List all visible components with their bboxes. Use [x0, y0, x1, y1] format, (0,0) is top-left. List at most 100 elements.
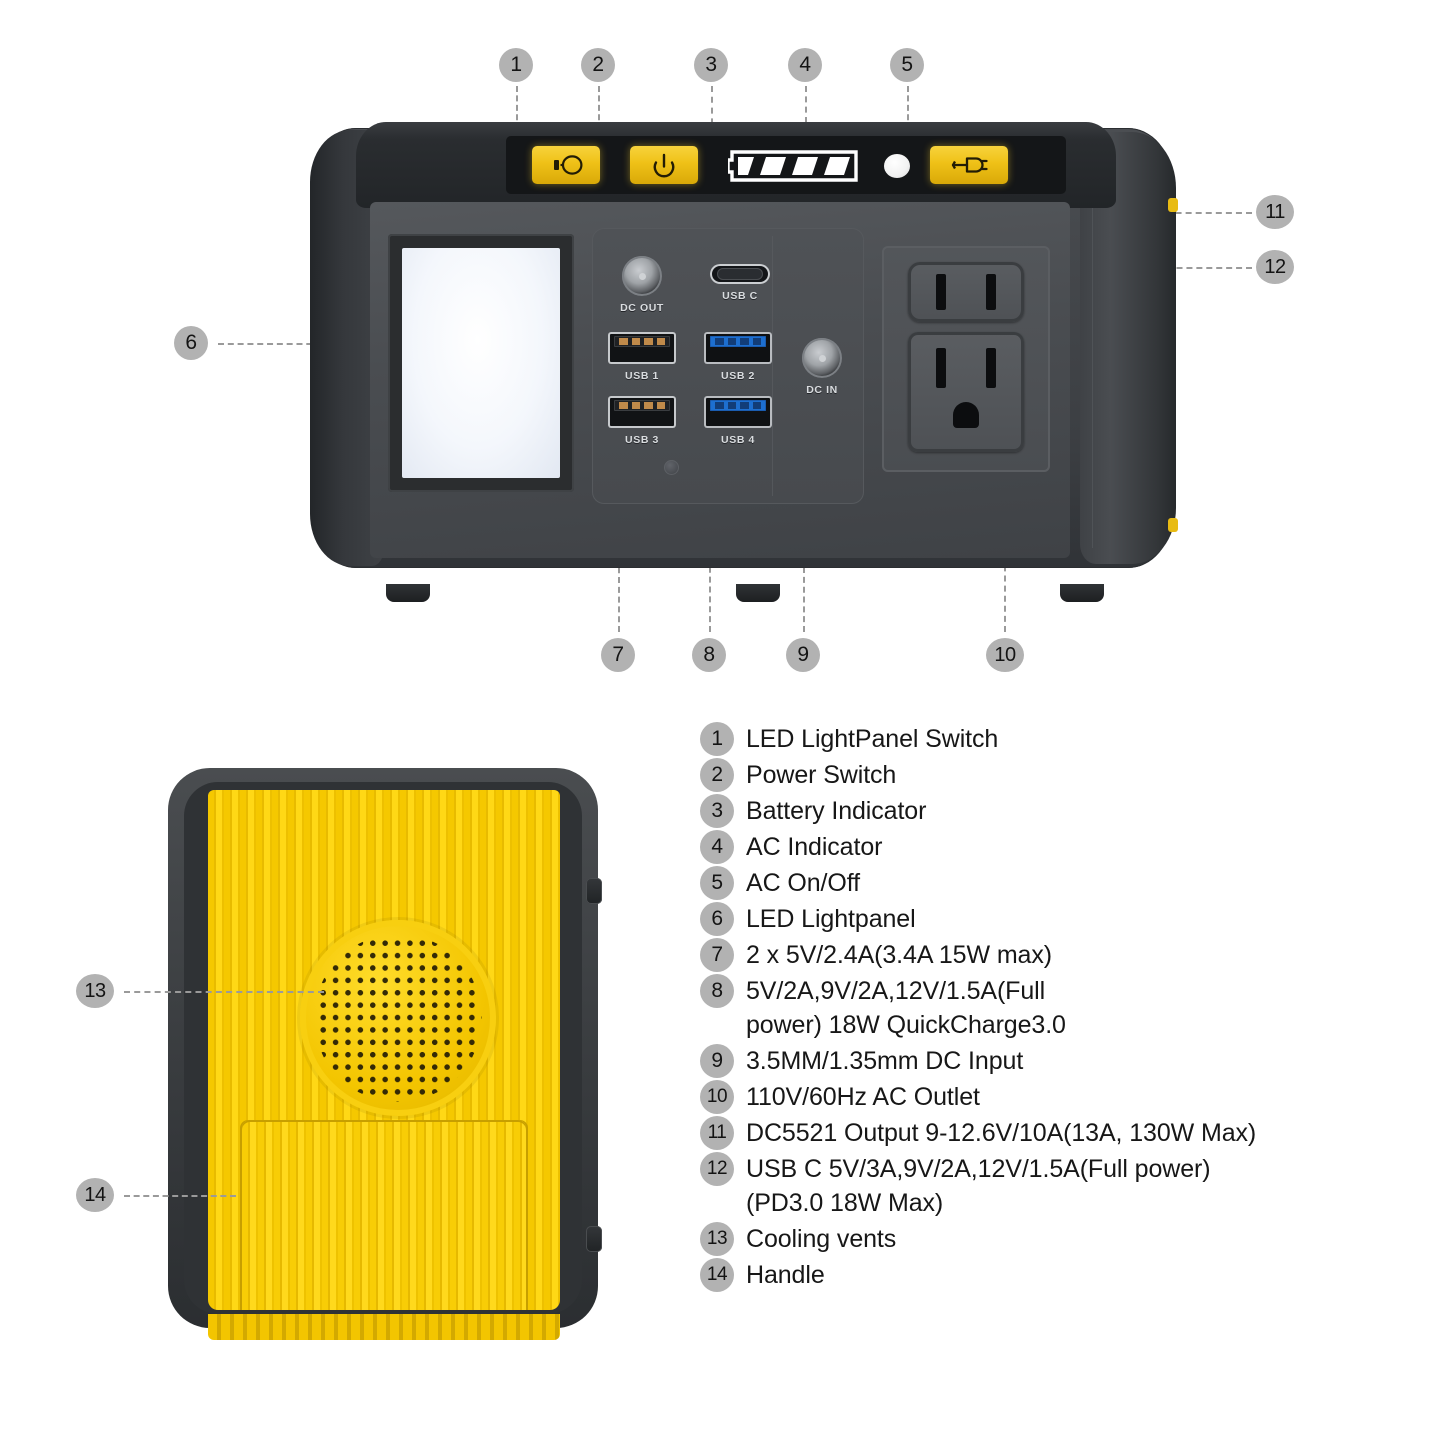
legend-number-10: 10 — [700, 1080, 734, 1114]
dc-out-port[interactable] — [622, 256, 662, 296]
callout-5[interactable]: 5 — [890, 48, 924, 82]
usb-2-port[interactable] — [704, 332, 772, 364]
panel-divider — [772, 236, 773, 496]
handle[interactable] — [242, 1120, 526, 1310]
legend-text-14: Handle — [746, 1261, 825, 1289]
ac-outlet-upper[interactable] — [908, 262, 1024, 322]
legend-number-2: 2 — [700, 758, 734, 792]
control-strip — [506, 136, 1066, 194]
rear-feet — [208, 1314, 560, 1340]
usb-2-label: USB 2 — [721, 370, 755, 382]
callout-11[interactable]: 11 — [1256, 195, 1294, 229]
legend-number-5: 5 — [700, 866, 734, 900]
rear-side-button-bottom[interactable] — [586, 1226, 602, 1252]
callout-10[interactable]: 10 — [986, 638, 1024, 672]
legend-item-1: 1 LED LightPanel Switch — [700, 722, 1430, 756]
cooling-vent — [300, 920, 496, 1116]
legend-item-14: 14 Handle — [700, 1258, 1430, 1292]
legend-number-1: 1 — [700, 722, 734, 756]
callout-2[interactable]: 2 — [581, 48, 615, 82]
legend-number-12: 12 — [700, 1152, 734, 1186]
dc-in-port[interactable] — [802, 338, 842, 378]
device-foot-mid — [736, 584, 780, 602]
battery-icon — [726, 150, 858, 182]
dc-out-label: DC OUT — [620, 302, 664, 314]
callout-12[interactable]: 12 — [1256, 250, 1294, 284]
ac-onoff-button[interactable] — [930, 146, 1008, 184]
usb-c-port[interactable] — [710, 264, 770, 284]
legend-text-3: Battery Indicator — [746, 797, 927, 825]
leader-4 — [805, 86, 807, 154]
rear-ribbed-panel — [208, 790, 560, 1310]
legend-item-7: 7 2 x 5V/2.4A(3.4A 15W max) — [700, 938, 1430, 972]
legend-text-4: AC Indicator — [746, 833, 883, 861]
callout-3[interactable]: 3 — [694, 48, 728, 82]
led-lightpanel-switch-button[interactable] — [532, 146, 600, 184]
legend-list: 1 LED LightPanel Switch 2 Power Switch 3… — [700, 722, 1430, 1294]
callout-9[interactable]: 9 — [786, 638, 820, 672]
power-switch-button[interactable] — [630, 146, 698, 184]
usb-4-port[interactable] — [704, 396, 772, 428]
callout-13[interactable]: 13 — [76, 974, 114, 1008]
legend-text-8: 5V/2A,9V/2A,12V/1.5A(Full power) 18W Qui… — [746, 977, 1066, 1039]
battery-indicator — [726, 148, 860, 184]
legend-text-2: Power Switch — [746, 761, 897, 789]
legend-text-1: LED LightPanel Switch — [746, 725, 999, 753]
usb-1-label: USB 1 — [625, 370, 659, 382]
legend-text-13: Cooling vents — [746, 1225, 897, 1253]
legend-text-5: AC On/Off — [746, 869, 860, 897]
device-front-face: DC OUT USB C USB 1 USB 2 USB 3 USB 4 — [370, 202, 1070, 558]
legend-item-6: 6 LED Lightpanel — [700, 902, 1430, 936]
legend-item-13: 13 Cooling vents — [700, 1222, 1430, 1256]
leader-13 — [124, 991, 324, 993]
device-foot-right — [1060, 584, 1104, 602]
device-foot-left — [386, 584, 430, 602]
legend-item-9: 9 3.5MM/1.35mm DC Input — [700, 1044, 1430, 1078]
dc-in-label: DC IN — [806, 384, 838, 396]
lightbulb-icon — [554, 155, 583, 175]
legend-number-14: 14 — [700, 1258, 734, 1292]
legend-item-8: 8 5V/2A,9V/2A,12V/1.5A(Full power) 18W Q… — [700, 974, 1430, 1042]
legend-item-12: 12 USB C 5V/3A,9V/2A,12V/1.5A(Full power… — [700, 1152, 1430, 1220]
power-icon — [653, 153, 675, 178]
legend-text-12: USB C 5V/3A,9V/2A,12V/1.5A(Full power) (… — [746, 1155, 1211, 1217]
callout-14[interactable]: 14 — [76, 1178, 114, 1212]
legend-item-10: 10 110V/60Hz AC Outlet — [700, 1080, 1430, 1114]
reset-button[interactable] — [664, 460, 679, 475]
usb-3-label: USB 3 — [625, 434, 659, 446]
ac-outlet-block — [882, 246, 1050, 472]
legend-text-10: 110V/60Hz AC Outlet — [746, 1083, 980, 1111]
usb-3-port[interactable] — [608, 396, 676, 428]
legend-number-9: 9 — [700, 1044, 734, 1078]
legend-text-6: LED Lightpanel — [746, 905, 916, 933]
legend-number-11: 11 — [700, 1116, 734, 1150]
leader-3 — [711, 86, 713, 146]
callout-8[interactable]: 8 — [692, 638, 726, 672]
callout-1[interactable]: 1 — [499, 48, 533, 82]
legend-number-8: 8 — [700, 974, 734, 1008]
ac-outlet-lower[interactable] — [908, 332, 1024, 452]
usb-4-label: USB 4 — [721, 434, 755, 446]
legend-item-11: 11 DC5521 Output 9-12.6V/10A(13A, 130W M… — [700, 1116, 1430, 1150]
legend-number-13: 13 — [700, 1222, 734, 1256]
usb-1-port[interactable] — [608, 332, 676, 364]
leader-14 — [124, 1195, 236, 1197]
legend-number-6: 6 — [700, 902, 734, 936]
led-panel-glass — [402, 248, 560, 478]
legend-text-9: 3.5MM/1.35mm DC Input — [746, 1047, 1024, 1075]
led-lightpanel — [388, 234, 574, 492]
vent-hole-grid — [314, 934, 482, 1102]
callout-7[interactable]: 7 — [601, 638, 635, 672]
legend-item-5: 5 AC On/Off — [700, 866, 1430, 900]
usb-c-label: USB C — [722, 290, 758, 302]
top-control-bar — [356, 122, 1116, 208]
callout-6[interactable]: 6 — [174, 326, 208, 360]
legend-number-3: 3 — [700, 794, 734, 828]
callout-4[interactable]: 4 — [788, 48, 822, 82]
ac-indicator-led — [884, 154, 910, 178]
legend-number-7: 7 — [700, 938, 734, 972]
rear-side-button-top[interactable] — [586, 878, 602, 904]
legend-number-4: 4 — [700, 830, 734, 864]
power-station-rear-view — [168, 768, 602, 1340]
